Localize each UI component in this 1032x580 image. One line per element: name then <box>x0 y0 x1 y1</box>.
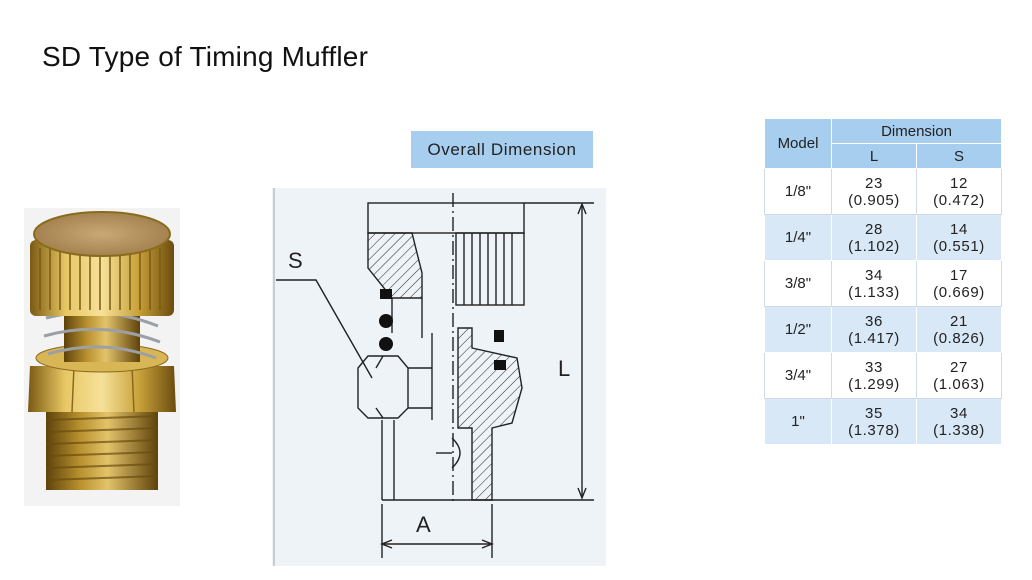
s-cell: 12(0.472) <box>916 168 1002 215</box>
l-mm: 34 <box>865 266 883 284</box>
s-inch: (0.669) <box>933 283 985 301</box>
header-dimension: Dimension <box>831 118 1002 144</box>
model-cell: 3/8" <box>764 260 832 307</box>
header-s: S <box>916 143 1002 169</box>
l-mm: 28 <box>865 220 883 238</box>
callout-l: L <box>558 356 570 381</box>
s-cell: 21(0.826) <box>916 306 1002 353</box>
page-title: SD Type of Timing Muffler <box>42 40 369 72</box>
s-cell: 17(0.669) <box>916 260 1002 307</box>
product-photo <box>24 208 180 506</box>
l-inch: (1.299) <box>848 375 900 393</box>
l-mm: 36 <box>865 312 883 330</box>
table-row: 3/8" 34(1.133) 17(0.669) <box>764 260 1002 307</box>
l-inch: (0.905) <box>848 191 900 209</box>
technical-drawing: S L A <box>272 188 606 566</box>
model-cell: 1/8" <box>764 168 832 215</box>
l-inch: (1.417) <box>848 329 900 347</box>
model-cell: 1/4" <box>764 214 832 261</box>
s-cell: 14(0.551) <box>916 214 1002 261</box>
l-cell: 36(1.417) <box>831 306 917 353</box>
s-mm: 34 <box>950 404 968 422</box>
callout-s: S <box>288 248 303 273</box>
s-inch: (1.063) <box>933 375 985 393</box>
table-row: 1/8" 23(0.905) 12(0.472) <box>764 168 1002 215</box>
s-inch: (0.472) <box>933 191 985 209</box>
l-cell: 23(0.905) <box>831 168 917 215</box>
l-cell: 28(1.102) <box>831 214 917 261</box>
l-cell: 35(1.378) <box>831 398 917 445</box>
s-cell: 27(1.063) <box>916 352 1002 399</box>
s-inch: (1.338) <box>933 421 985 439</box>
model-cell: 3/4" <box>764 352 832 399</box>
table-row: 1" 35(1.378) 34(1.338) <box>764 398 1002 445</box>
s-mm: 14 <box>950 220 968 238</box>
l-inch: (1.133) <box>848 283 900 301</box>
l-cell: 33(1.299) <box>831 352 917 399</box>
s-mm: 12 <box>950 174 968 192</box>
s-cell: 34(1.338) <box>916 398 1002 445</box>
model-cell: 1" <box>764 398 832 445</box>
l-mm: 33 <box>865 358 883 376</box>
dimension-table: Model Dimension L S 1/8" 23(0.905) 12(0.… <box>764 118 1002 445</box>
callout-a: A <box>416 512 431 537</box>
drawing-svg: S L A <box>273 188 594 566</box>
s-mm: 21 <box>950 312 968 330</box>
header-l: L <box>831 143 917 169</box>
table-row: 3/4" 33(1.299) 27(1.063) <box>764 352 1002 399</box>
s-mm: 27 <box>950 358 968 376</box>
s-inch: (0.551) <box>933 237 985 255</box>
table-row: 1/4" 28(1.102) 14(0.551) <box>764 214 1002 261</box>
header-model: Model <box>764 118 832 169</box>
s-inch: (0.826) <box>933 329 985 347</box>
l-mm: 23 <box>865 174 883 192</box>
overall-dimension-label: Overall Dimension <box>411 131 593 168</box>
l-inch: (1.102) <box>848 237 900 255</box>
model-cell: 1/2" <box>764 306 832 353</box>
table-row: 1/2" 36(1.417) 21(0.826) <box>764 306 1002 353</box>
l-mm: 35 <box>865 404 883 422</box>
l-cell: 34(1.133) <box>831 260 917 307</box>
l-inch: (1.378) <box>848 421 900 439</box>
s-mm: 17 <box>950 266 968 284</box>
